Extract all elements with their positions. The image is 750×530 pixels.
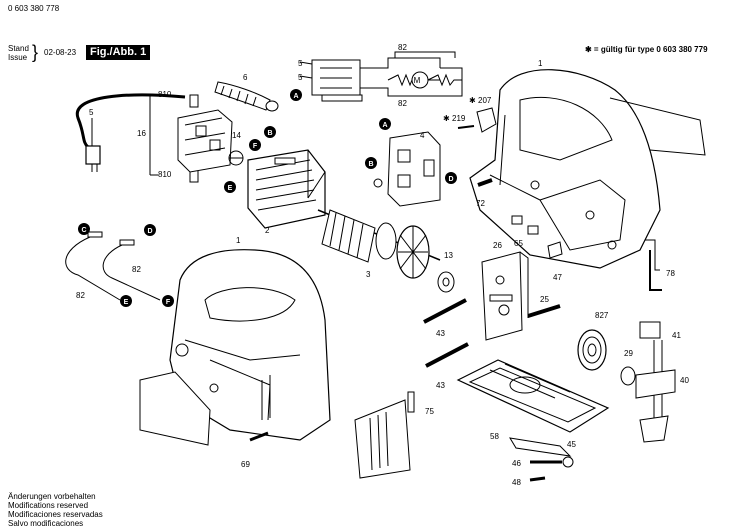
part-label-5a: 5 [89, 108, 94, 117]
part-label-75: 75 [425, 407, 434, 416]
bearing-13-core [442, 277, 450, 287]
footer-line-en: Modifications reserved [8, 501, 89, 510]
part-label-45: 45 [567, 440, 576, 449]
part-label-207: 207 [478, 96, 492, 105]
pad-65b [527, 225, 539, 235]
part-label-5c: 5 [298, 73, 303, 82]
callout-circles [78, 89, 457, 307]
part-label-82c: 82 [76, 291, 85, 300]
issue-date: 02-08-23 [44, 48, 77, 57]
part-label-47: 47 [553, 273, 562, 282]
part-label-827: 827 [595, 311, 609, 320]
footer-line-pt: Salvo modificaciones [8, 519, 84, 528]
armature [317, 209, 441, 279]
part-label-4: 4 [420, 131, 425, 140]
part-label-82b: 82 [398, 99, 407, 108]
switch-assembly [149, 94, 244, 183]
part-label-26: 26 [493, 241, 502, 250]
part-label-46: 46 [512, 459, 521, 468]
callout-e2: E [124, 299, 129, 306]
field-coil [247, 149, 326, 229]
pad-47 [547, 241, 563, 259]
brace-glyph: } [32, 42, 39, 62]
brush-holder [373, 131, 441, 207]
part-label-13: 13 [444, 251, 453, 260]
callout-a2: A [382, 122, 387, 129]
part-label-82d: 82 [132, 265, 141, 274]
power-cord [75, 93, 186, 172]
motor-symbol-label: M [414, 76, 421, 85]
part-label-14: 14 [232, 131, 241, 140]
callout-b1: B [267, 130, 272, 137]
part-label-72: 72 [476, 199, 485, 208]
stand-label: Stand [8, 44, 29, 53]
gear-827 [577, 329, 607, 371]
issue-label: Issue [8, 53, 28, 62]
part-label-43b: 43 [436, 381, 445, 390]
part-label-82a: 82 [398, 43, 407, 52]
part-label-810a: 810 [158, 90, 172, 99]
footer-line-es: Modificaciones reservadas [8, 510, 103, 519]
wiring-schematic [299, 51, 463, 102]
roller-46-wheel [562, 456, 574, 468]
support-58 [509, 437, 572, 457]
footer-line-de: Änderungen vorbehalten [8, 492, 96, 501]
part-label-3: 3 [366, 270, 371, 279]
part-label-810b: 810 [158, 170, 172, 179]
bearing-13 [437, 271, 455, 293]
part-label-65: 65 [514, 239, 523, 248]
plunger-40 [635, 321, 676, 443]
callout-d2: D [147, 228, 152, 235]
bearing-29 [620, 366, 636, 386]
housing-left-half [139, 249, 331, 446]
part-label-25: 25 [540, 295, 549, 304]
part-label-78: 78 [666, 269, 675, 278]
pad-65a [511, 215, 523, 225]
star-219: ✱ [443, 114, 450, 123]
star-207: ✱ [469, 96, 476, 105]
part-label-40: 40 [680, 376, 689, 385]
part-label-16: 16 [137, 129, 146, 138]
figure-badge: Fig./Abb. 1 [86, 45, 151, 60]
part-label-43a: 43 [436, 329, 445, 338]
callout-a1: A [293, 93, 298, 100]
shaft-25 [527, 304, 561, 318]
callout-b2: B [368, 161, 373, 168]
part-label-29: 29 [624, 349, 633, 358]
pin-43a [423, 298, 467, 324]
part-label-58: 58 [490, 432, 499, 441]
part-label-41: 41 [672, 331, 681, 340]
base-plate-45 [456, 359, 610, 433]
housing-right-half [469, 69, 706, 271]
callout-e1: E [228, 185, 233, 192]
cover-75 [354, 391, 415, 479]
cord-guard [214, 81, 279, 112]
callout-f2: F [166, 299, 171, 306]
part-label-2: 2 [265, 226, 270, 235]
callout-letters: A B F E A B D C D E F [81, 93, 453, 306]
gear-plate-26 [481, 251, 529, 341]
pin-43b [425, 342, 469, 368]
screw-69 [249, 431, 269, 442]
callout-f1: F [253, 143, 258, 150]
part-label-219: 219 [452, 114, 466, 123]
part-label-1a: 1 [538, 59, 543, 68]
callout-c1: C [81, 227, 86, 234]
clamp-207 [476, 107, 497, 133]
screw-219 [457, 125, 475, 129]
part-label-5b: 5 [298, 59, 303, 68]
doc-number: 0 603 380 778 [8, 4, 60, 13]
part-label-48: 48 [512, 478, 521, 487]
part-label-6: 6 [243, 73, 248, 82]
validity-note: ✱ = gültig für type 0 603 380 779 [585, 45, 708, 54]
part-label-1b: 1 [236, 236, 241, 245]
hex-key-78 [649, 250, 662, 291]
screw-48 [529, 476, 546, 482]
pin-72 [477, 178, 493, 187]
callout-d1: D [448, 176, 453, 183]
part-label-69: 69 [241, 460, 250, 469]
internal-wires [65, 231, 161, 301]
